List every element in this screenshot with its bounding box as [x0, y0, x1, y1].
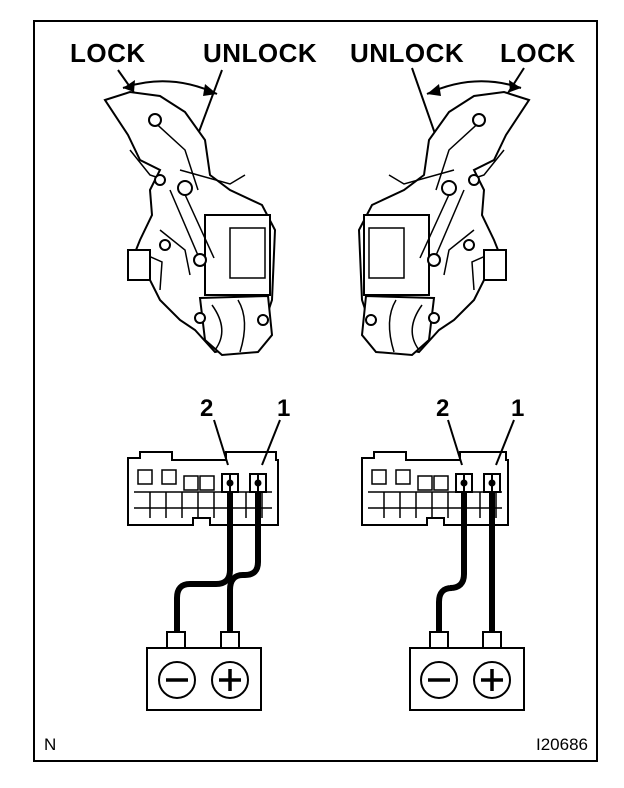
left-battery	[146, 631, 262, 711]
left-lock-label: LOCK	[70, 38, 146, 68]
corner-code: N	[44, 735, 56, 754]
right-lock-label: LOCK	[500, 38, 576, 68]
left-wire-pin1	[227, 492, 261, 632]
right-pin1-leader	[495, 419, 515, 466]
left-pin-1-label: 1	[277, 395, 290, 422]
left-pin-2-label: 2	[200, 395, 213, 422]
right-battery	[409, 631, 525, 711]
figure-frame	[33, 20, 598, 762]
right-pin-1-label: 1	[511, 395, 524, 422]
figure-id: I20686	[536, 735, 588, 754]
right-lock-motor-assembly	[357, 67, 531, 357]
right-pin2-leader	[447, 419, 463, 466]
left-wire-pin2	[174, 492, 233, 632]
left-lock-motor-assembly	[103, 69, 277, 357]
left-connector	[127, 419, 281, 526]
left-unlock-label: UNLOCK	[203, 38, 317, 68]
right-wire-pin2	[436, 492, 467, 632]
right-unlock-label: UNLOCK	[350, 38, 464, 68]
left-pin2-leader	[213, 419, 229, 466]
left-pin1-leader	[261, 419, 281, 466]
right-pin-2-label: 2	[436, 395, 449, 422]
